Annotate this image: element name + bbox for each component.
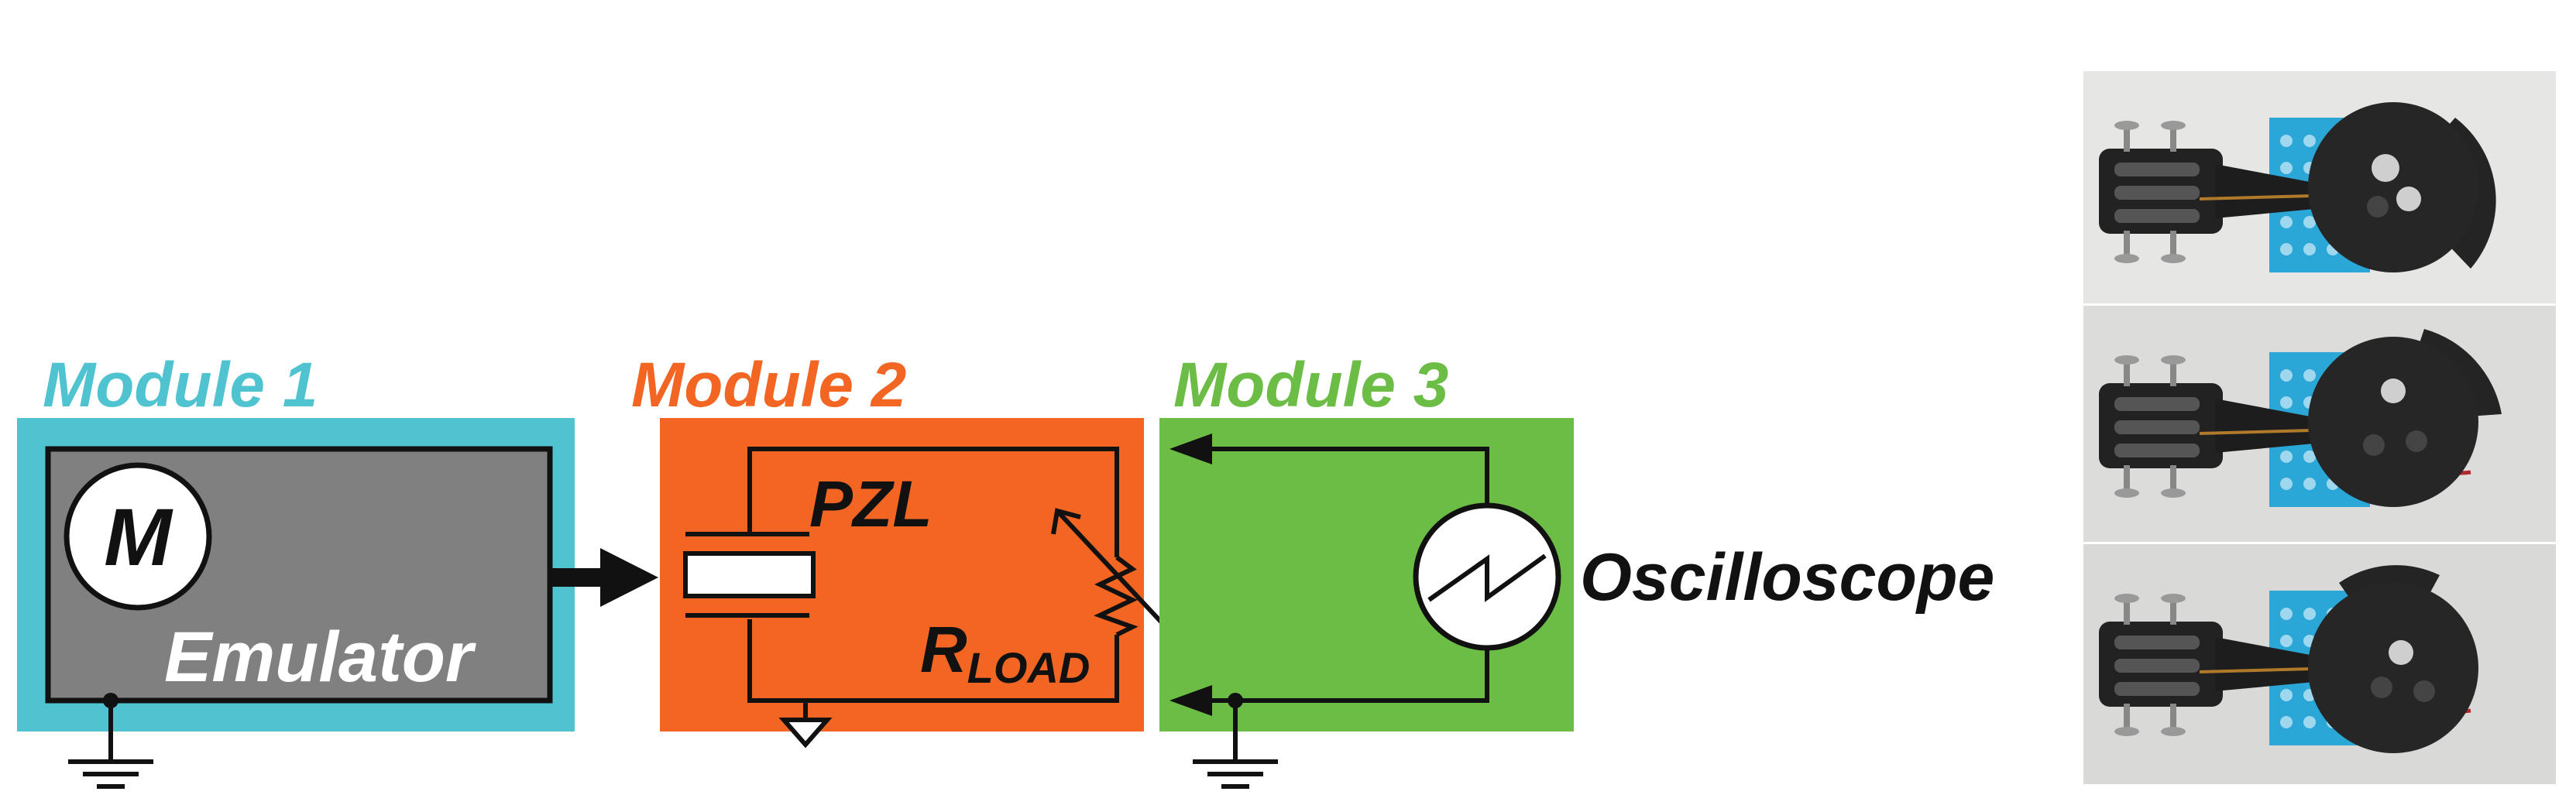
prototype-photo-3 bbox=[2083, 544, 2556, 784]
variable-resistor-icon bbox=[1051, 508, 1172, 637]
input-arrow-bottom-icon bbox=[1170, 685, 1212, 716]
motor-label: M bbox=[104, 492, 173, 583]
module-3-title: Module 3 bbox=[1173, 350, 1448, 420]
prototype-photo-1 bbox=[2083, 71, 2556, 303]
ground-icon bbox=[1193, 743, 1278, 786]
motor-circle-icon: M bbox=[64, 462, 212, 611]
prototype-photo-2 bbox=[2083, 306, 2556, 542]
pzl-label: PZL bbox=[809, 468, 933, 540]
rload-label: RLOAD bbox=[920, 613, 1090, 692]
piezo-element-icon bbox=[683, 532, 816, 618]
cam-disc bbox=[2308, 102, 2496, 272]
prototype-photo-stack bbox=[2083, 71, 2556, 784]
oscilloscope-label: Oscilloscope bbox=[1580, 540, 1994, 615]
module-2-circuit bbox=[747, 447, 1119, 703]
sawtooth-wave-icon bbox=[1413, 502, 1561, 651]
cam-disc bbox=[2308, 329, 2502, 507]
emulator-label: Emulator bbox=[164, 618, 476, 697]
module-1-title: Module 1 bbox=[43, 350, 318, 420]
signal-ground-icon bbox=[778, 718, 833, 749]
signal-arrow-icon bbox=[550, 548, 658, 607]
input-arrow-top-icon bbox=[1170, 433, 1212, 464]
module-3-circuit bbox=[1208, 447, 1489, 703]
ground-icon bbox=[68, 743, 153, 786]
cam-disc bbox=[2308, 565, 2478, 753]
module-2-title: Module 2 bbox=[631, 350, 906, 420]
